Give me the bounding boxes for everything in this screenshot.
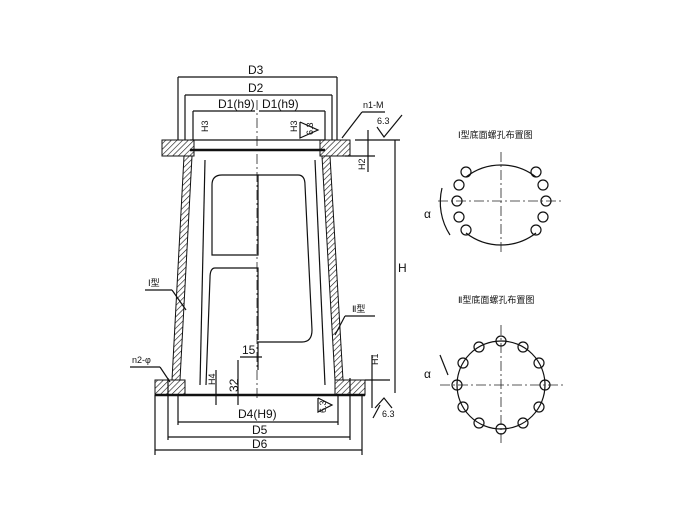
dimensions: D3 D2 D1(h9) D1(h9) H3 H3 H2 H H1 H4 32 …: [154, 63, 407, 455]
dim-D6: D6: [252, 437, 268, 451]
dim-D1-left: D1(h9): [218, 97, 255, 111]
dim-D3: D3: [248, 63, 264, 77]
dim-D5: D5: [252, 423, 268, 437]
dim-D2: D2: [248, 81, 264, 95]
dim-H3-right: H3: [289, 120, 299, 132]
dim-32: 32: [227, 378, 241, 392]
label-type1: Ⅰ型: [148, 278, 160, 288]
alpha-2: α: [424, 367, 431, 381]
body-wall-left: [171, 155, 193, 381]
dim-H2: H2: [357, 158, 367, 170]
type2-title: Ⅱ型底面螺孔布置图: [458, 294, 534, 305]
alpha-1: α: [424, 207, 431, 221]
svg-text:6.3: 6.3: [305, 122, 315, 135]
dim-H4: H4: [207, 373, 217, 385]
dim-H: H: [398, 261, 407, 275]
label-type2: Ⅱ型: [352, 304, 365, 314]
svg-text:6.3: 6.3: [382, 409, 395, 419]
label-bolt-base: n2-φ: [132, 355, 151, 365]
elevation-view: [154, 100, 366, 400]
body-wall-right: [321, 155, 344, 381]
dim-H1: H1: [370, 353, 380, 365]
roughness-symbol: [317, 397, 334, 413]
dim-D4: D4(H9): [238, 407, 277, 421]
top-flange-left: [161, 139, 195, 157]
svg-text:6.3: 6.3: [377, 116, 390, 126]
type2-bolt-layout: Ⅱ型底面螺孔布置图 α: [424, 294, 565, 445]
label-bolt-top: n1-M: [363, 100, 384, 110]
roughness-symbol: [374, 397, 393, 409]
svg-text:6.3: 6.3: [318, 400, 328, 413]
window-upper: [211, 174, 259, 256]
bolt-holes: [451, 335, 551, 435]
bolt-holes: [451, 166, 552, 236]
roughness-symbol: [376, 114, 403, 138]
dim-D1-right: D1(h9): [262, 97, 299, 111]
base-flange-left: [154, 379, 186, 396]
roughness-symbol: [299, 121, 320, 139]
dim-H3-left: H3: [200, 120, 210, 132]
annotations: n1-M n2-φ Ⅰ型 Ⅱ型 6.3 6.3 6.3 6.3: [130, 100, 403, 419]
type1-title: Ⅰ型底面螺孔布置图: [458, 129, 533, 140]
top-flange-right: [319, 139, 351, 157]
dim-15: 15: [242, 343, 256, 357]
type1-bolt-layout: Ⅰ型底面螺孔布置图 α: [424, 129, 563, 253]
